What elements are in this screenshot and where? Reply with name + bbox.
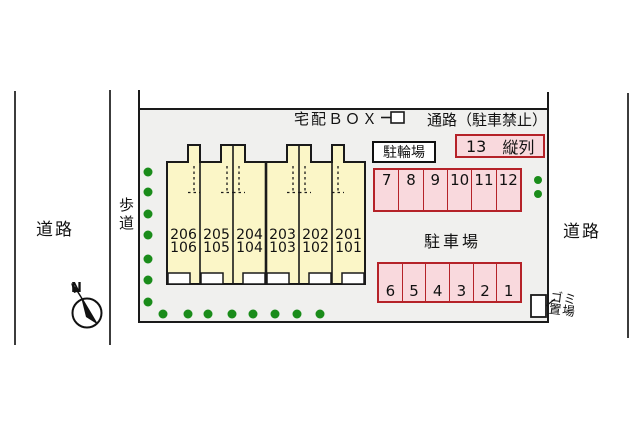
- parking-row-top: 7 8 9 10 11 12: [373, 168, 522, 212]
- parking-space-9: 9: [422, 170, 447, 210]
- tandem-space-number: 13: [466, 136, 487, 156]
- unit-number-lower: 105: [203, 240, 230, 256]
- parking-space-number: 7: [381, 171, 392, 189]
- parking-space-10: 10: [446, 170, 471, 210]
- porch-steps: [167, 272, 365, 285]
- unit-number-lower: 106: [170, 240, 197, 256]
- parking-space-number: 3: [456, 282, 467, 300]
- bicycle-parking-label: 駐輪場: [383, 145, 425, 161]
- unit-number-upper: 206: [170, 227, 197, 243]
- road-right-label: 道路: [563, 222, 601, 242]
- parking-space-4: 4: [425, 264, 449, 301]
- unit-204-104: 204 104: [233, 227, 266, 256]
- parking-space-number: 5: [409, 282, 419, 300]
- garbage-area-label: ゴミ 置場: [547, 289, 578, 320]
- unit-number-lower: 102: [302, 240, 329, 256]
- unit-number-upper: 202: [302, 227, 329, 243]
- aisle-no-parking-label: 通路（駐車禁止）: [427, 111, 548, 129]
- parking-space-3: 3: [449, 264, 473, 301]
- tree-dots: [143, 167, 542, 319]
- building-unit-numbers: 206 106 205 105 204 104 203 103 202 102 …: [167, 227, 365, 256]
- parking-space-5: 5: [401, 264, 426, 301]
- parking-space-number: 9: [430, 171, 441, 189]
- garbage-label-line2: 置場: [547, 300, 577, 320]
- parking-space-number: 6: [385, 282, 396, 300]
- unit-number-lower: 104: [236, 240, 263, 256]
- unit-number-lower: 101: [335, 240, 362, 256]
- unit-201-101: 201 101: [332, 227, 365, 256]
- tandem-space-13: 13 縦列: [455, 134, 545, 158]
- compass-north-label: N: [71, 281, 82, 296]
- parking-space-number: 4: [432, 282, 443, 300]
- compass-icon: [71, 283, 103, 329]
- unit-number-upper: 201: [335, 227, 362, 243]
- tandem-space-label: 縦列: [502, 138, 535, 157]
- parking-space-number: 2: [480, 282, 490, 300]
- parking-space-2: 2: [472, 264, 497, 301]
- parking-space-11: 11: [471, 170, 495, 210]
- parking-space-number: 12: [498, 171, 518, 189]
- delivery-box-icon: [381, 111, 405, 124]
- unit-number-upper: 205: [203, 227, 230, 243]
- entrance-dashed-paths: [188, 166, 344, 194]
- unit-number-upper: 203: [269, 227, 296, 243]
- road-left-label: 道路: [36, 220, 74, 240]
- garbage-box-icon: [530, 294, 556, 318]
- unit-number-upper: 204: [236, 227, 263, 243]
- unit-number-lower: 103: [269, 240, 296, 256]
- unit-205-105: 205 105: [200, 227, 233, 256]
- parking-space-8: 8: [398, 170, 422, 210]
- parking-space-number: 8: [406, 171, 416, 189]
- parking-space-7: 7: [375, 170, 398, 210]
- bicycle-parking-box: 駐輪場: [372, 141, 436, 163]
- parking-space-number: 10: [450, 171, 470, 189]
- parking-space-1: 1: [496, 264, 520, 301]
- parking-space-12: 12: [495, 170, 520, 210]
- unit-202-102: 202 102: [299, 227, 332, 256]
- parking-space-number: 1: [503, 282, 514, 300]
- parking-space-number: 11: [474, 171, 494, 189]
- delivery-box-label: 宅配ＢＯＸ: [294, 110, 380, 128]
- unit-203-103: 203 103: [266, 227, 299, 256]
- parking-space-6: 6: [379, 264, 402, 301]
- parking-row-bottom: 6 5 4 3 2 1: [377, 262, 522, 303]
- unit-206-106: 206 106: [167, 227, 200, 256]
- sidewalk-label: 歩道: [117, 197, 135, 233]
- parking-lot-label: 駐車場: [424, 232, 482, 251]
